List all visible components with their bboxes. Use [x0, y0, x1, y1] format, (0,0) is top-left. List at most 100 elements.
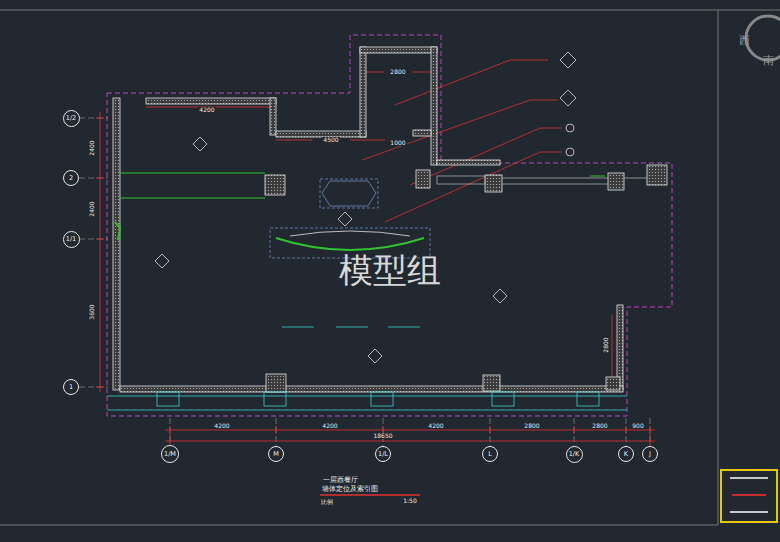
columns — [265, 165, 667, 392]
dimension: 2800 — [389, 69, 406, 75]
axis-lines — [79, 239, 108, 240]
dimension-lines — [170, 426, 171, 445]
leader-lines — [385, 152, 562, 222]
columns — [485, 175, 502, 192]
green-elements — [276, 238, 424, 250]
axis-lines — [79, 178, 108, 179]
compass-letter: 西 — [739, 35, 750, 46]
callout-symbols — [560, 52, 576, 68]
dimension-lines — [626, 426, 627, 434]
sheet-frame — [0, 10, 780, 11]
green-elements — [590, 176, 605, 177]
axis-label: M — [273, 451, 279, 458]
partition-lines — [624, 178, 647, 179]
axis-bubble: K — [618, 446, 634, 462]
title-underline — [320, 494, 420, 496]
axis-lines — [490, 418, 491, 446]
axis-label: 1 — [69, 384, 73, 391]
walls — [113, 47, 623, 392]
dimension-lines — [490, 426, 491, 434]
dimension: 4200 — [198, 107, 215, 113]
dimension-lines — [412, 72, 431, 73]
walls — [437, 160, 500, 165]
glazing — [107, 327, 627, 410]
dimension: 18650 — [372, 433, 393, 439]
columns — [265, 175, 285, 195]
stamp-mark — [732, 494, 766, 496]
axis-bubble: 1/1 — [63, 231, 80, 248]
scale-value: 1:50 — [402, 498, 417, 504]
dimension: 2800 — [603, 336, 609, 353]
glazing — [107, 410, 627, 411]
green-elements — [115, 173, 605, 250]
sheet-frame — [0, 525, 718, 526]
walls — [431, 47, 437, 165]
dimension: 900 — [631, 423, 644, 429]
axis-lines — [626, 418, 627, 446]
walls — [276, 131, 366, 137]
dimension: 3600 — [89, 303, 95, 320]
dimension: 2800 — [523, 423, 540, 429]
furniture — [290, 231, 410, 236]
compass — [746, 16, 780, 60]
dimension: 1000 — [389, 140, 406, 146]
axis-lines — [79, 118, 650, 446]
dimension-lines — [96, 178, 104, 179]
columns — [606, 377, 620, 390]
furniture — [270, 179, 430, 258]
axis-bubble: J — [642, 446, 658, 462]
columns — [608, 173, 624, 190]
callout-symbols — [560, 90, 576, 106]
columns — [483, 375, 500, 391]
glazing — [336, 327, 368, 328]
dimension-lines — [96, 118, 104, 119]
axis-bubble: M — [268, 446, 284, 462]
callout-symbols — [155, 254, 169, 268]
axis-lines — [574, 418, 575, 446]
stamp-marks — [730, 511, 768, 513]
axis-label: L — [488, 451, 492, 458]
axis-bubble: 1/K — [566, 446, 583, 463]
glazing — [107, 396, 627, 397]
dimension: 4200 — [213, 423, 230, 429]
stamp-marks — [730, 477, 768, 479]
leader-lines — [395, 60, 548, 105]
glazing — [577, 392, 599, 406]
leader-lines — [362, 60, 562, 222]
axis-label: K — [624, 451, 628, 458]
axis-label: 1/L — [378, 451, 388, 458]
green-elements — [120, 173, 265, 174]
dimension-lines — [96, 72, 655, 445]
dimension: 4200 — [321, 423, 338, 429]
axis-label: 1/1 — [66, 236, 76, 243]
axis-bubble: 2 — [63, 170, 79, 186]
columns — [416, 170, 430, 188]
axis-bubble: 1/L — [375, 446, 391, 462]
partition-lines — [502, 184, 608, 185]
walls — [120, 386, 623, 392]
watermark: 模型组 — [339, 253, 441, 287]
callout-symbols — [368, 349, 382, 363]
dimension-lines — [650, 426, 651, 445]
walls — [413, 130, 431, 136]
axis-bubble: 1/2 — [63, 110, 80, 127]
dimension-lines — [350, 140, 385, 141]
axis-bubble: 1/M — [161, 445, 179, 463]
green-elements — [115, 222, 120, 240]
dimension-lines — [574, 426, 575, 434]
furniture — [320, 179, 378, 208]
sheet-frame — [718, 10, 719, 525]
glazing — [264, 392, 286, 406]
stamp-marks — [730, 478, 768, 512]
dimension-lines — [276, 140, 312, 141]
dimension-lines — [100, 112, 101, 392]
dimension-lines — [612, 315, 613, 385]
axis-lines — [170, 418, 171, 446]
title-stamp — [721, 470, 777, 522]
dimension-lines — [96, 387, 104, 388]
columns — [266, 374, 286, 392]
axis-lines — [650, 418, 651, 446]
glazing — [492, 392, 514, 406]
